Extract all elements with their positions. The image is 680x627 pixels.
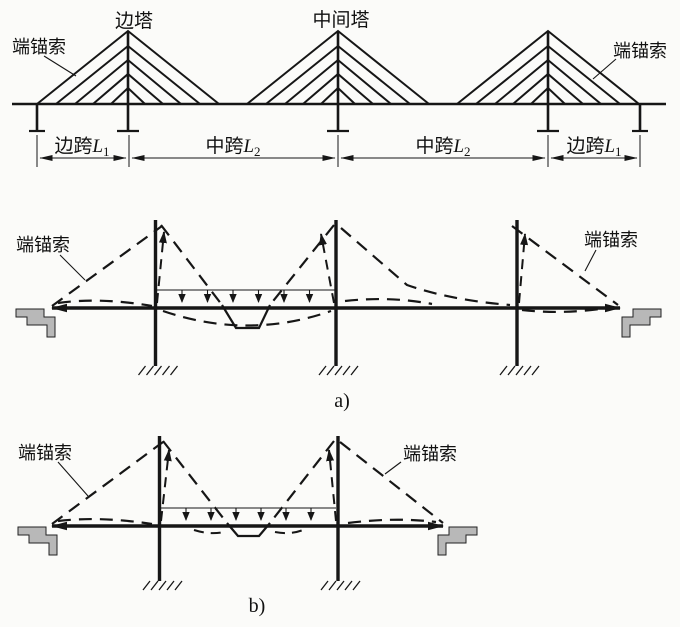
dim-label-mid-span-right: 中跨L2: [415, 135, 470, 159]
abutment-left: [15, 308, 56, 338]
ground-hatch: [318, 365, 359, 376]
tower: [499, 220, 540, 376]
anchor-cable-label-a-right: 端锚索: [584, 230, 638, 250]
deformation-lines: [51, 224, 619, 330]
leader-line: [59, 254, 86, 281]
tower-deflection-arrow: [518, 233, 529, 304]
leader-line: [592, 58, 617, 80]
leader-line: [384, 461, 402, 475]
cable-fan-right-tower: [456, 29, 640, 105]
caption-b: b): [249, 595, 266, 617]
side-tower-left: [117, 31, 139, 133]
ground-hatch: [499, 365, 540, 376]
abutment-left: [17, 526, 58, 556]
stay-diagonal: [269, 224, 335, 306]
caption-a: a): [334, 390, 350, 412]
leader-line: [584, 249, 597, 272]
ground-hatch: [137, 365, 179, 376]
distributed-load: [157, 289, 336, 303]
tower: [137, 220, 179, 376]
small-sag-right: [274, 529, 304, 535]
end-pier-left: [29, 104, 45, 133]
side-tower-label: 边塔: [115, 10, 153, 32]
cable-fan-middle-tower: [246, 29, 430, 105]
anchor-cable-label-a-left: 端锚索: [16, 235, 70, 255]
tower: [142, 436, 183, 591]
dim-label-mid-span-left: 中跨L2: [205, 135, 260, 159]
max-deflection-trough: [221, 304, 271, 330]
deck-deflection-right-span: [347, 518, 437, 525]
diagram-a: 端锚索 端锚索 a): [15, 220, 662, 412]
end-pier-right: [632, 104, 648, 133]
end-anchor-cable-right: [339, 441, 444, 524]
middle-tower-label: 中间塔: [312, 9, 369, 31]
leader-line: [43, 55, 77, 77]
side-tower-right: [537, 31, 559, 133]
small-sag-left: [193, 529, 225, 535]
ground-hatch: [320, 580, 361, 591]
anchor-cable-label-top-left: 端锚索: [12, 37, 66, 57]
deck-curve-right-of-middle-tower: [344, 297, 433, 306]
leader-line: [57, 461, 89, 497]
diagram-b: 端锚索 端锚索 b): [17, 436, 478, 617]
stay-diagonal: [162, 440, 228, 524]
cable-fan-left-tower: [36, 29, 220, 105]
anchor-cable-label-b-left: 端锚索: [18, 443, 72, 463]
tower-deflection-arrow: [326, 449, 337, 522]
end-anchor-cable-left: [51, 225, 163, 307]
deck-deflection-right-span: [521, 305, 615, 314]
anchor-cable-label-b-right: 端锚索: [403, 444, 457, 464]
tower-deflection-arrow: [319, 233, 335, 304]
dimension-row: 边跨L1 中跨L2 中跨L2 边跨L1: [36, 135, 641, 167]
stay-diagonal: [269, 440, 335, 524]
tower-deflection-arrow: [160, 449, 172, 522]
anchor-cable-label-top-right: 端锚索: [613, 41, 667, 61]
abutment-right: [437, 526, 478, 556]
middle-tower: [327, 31, 349, 133]
tower-deflection-arrow: [156, 231, 167, 304]
midspan-sag-curve: [162, 309, 332, 327]
tower: [318, 220, 359, 376]
abutment-right: [621, 308, 662, 338]
dim-label-side-span-left: 边跨L1: [54, 135, 109, 159]
top-elevation: 端锚索 边塔 中间塔 端锚索 边跨L1 中跨L2 中跨L2 边跨L1: [12, 9, 667, 167]
stay-diagonal: [160, 224, 223, 306]
end-anchor-cable-left: [51, 441, 164, 525]
tower: [320, 436, 361, 591]
end-anchor-cable-right: [511, 225, 619, 306]
distributed-load: [161, 507, 336, 521]
ground-hatch: [142, 580, 183, 591]
deformation-lines: [51, 440, 444, 538]
dim-label-side-span-right: 边跨L1: [566, 135, 621, 159]
max-deflection-trough: [226, 522, 271, 538]
stay-curve-right-of-middle-tower: [340, 227, 511, 307]
deck-deflection-left-span: [57, 517, 153, 526]
deck-deflection-left-span: [57, 299, 153, 308]
